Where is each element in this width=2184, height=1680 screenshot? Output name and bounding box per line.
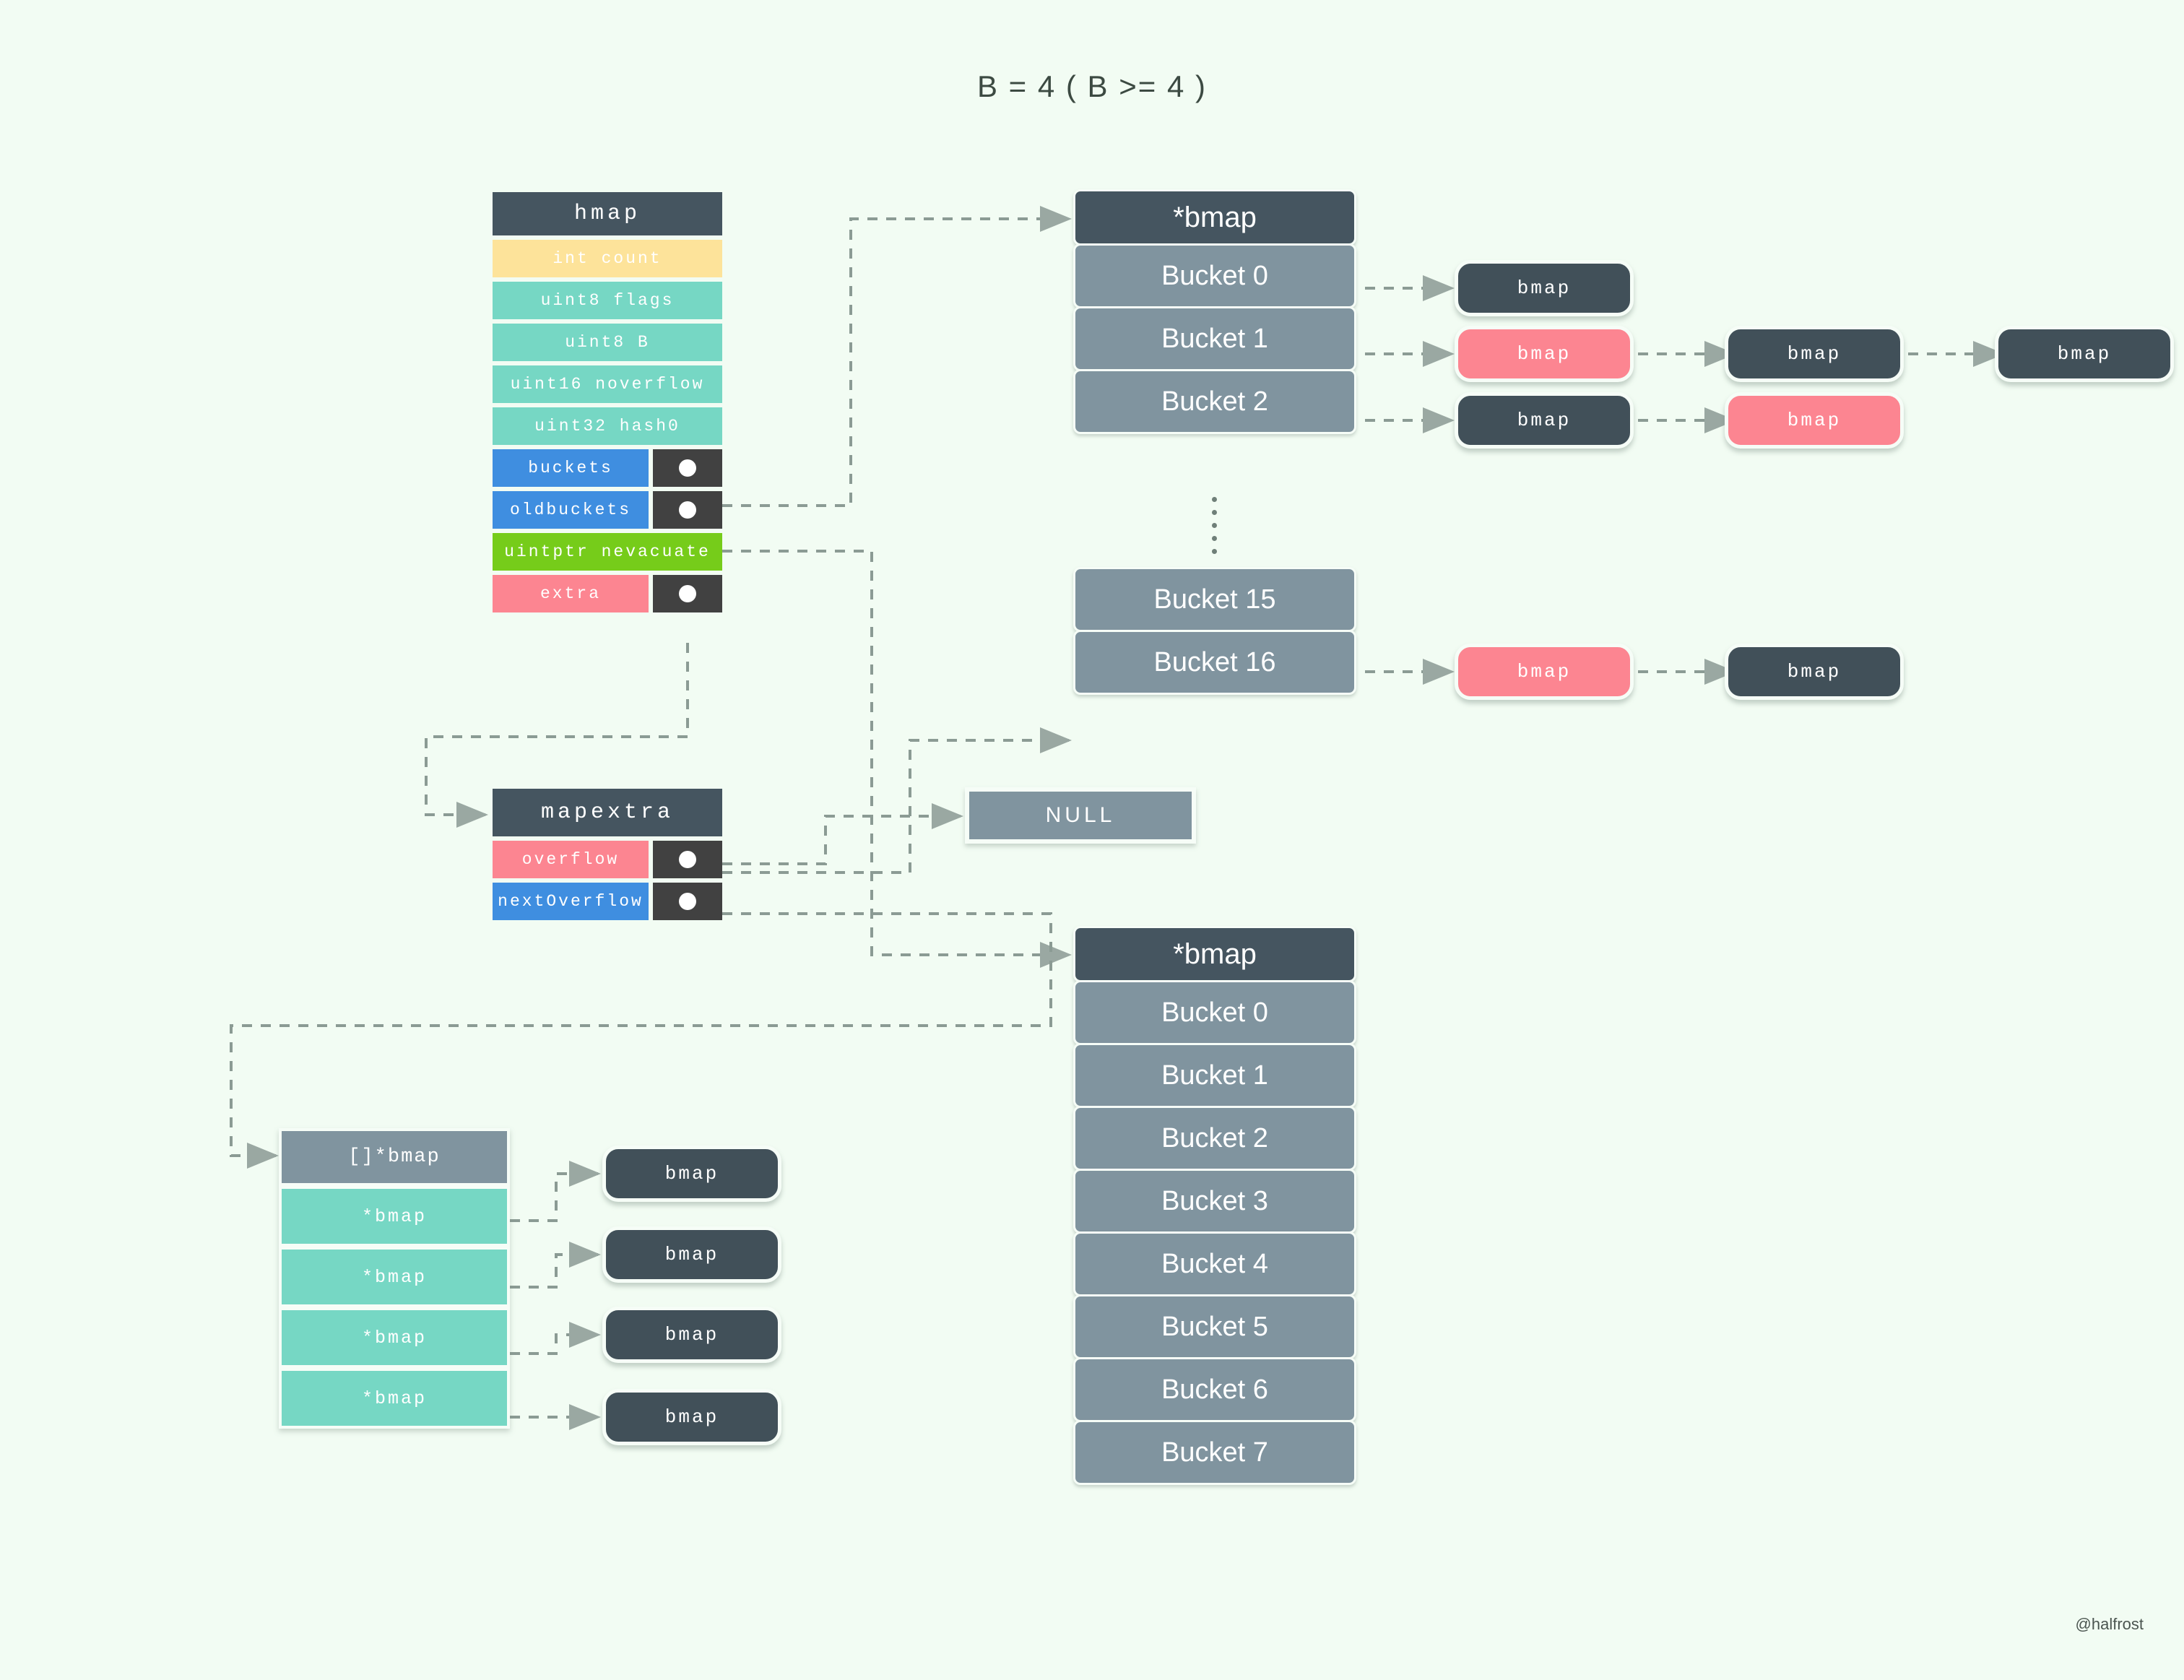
bmap-pill-2-0: bmap [1455,392,1634,449]
hmap-pointer-cell [653,449,722,487]
bmap-pill-3-0: bmap [1455,644,1634,700]
hmap-field-uintptr-nevacuate: uintptr nevacuate [493,533,722,571]
pointer-dot-icon [679,893,696,910]
wire-oldbuckets [722,550,1072,968]
mapextra-field-nextoverflow: nextOverflow [493,883,649,920]
mapextra-header: mapextra [493,789,722,836]
null-box: NULL [965,787,1196,844]
bucket-row: Bucket 16 [1073,630,1356,695]
mapextra-field-overflow: overflow [493,841,649,878]
hmap-row: uint16 noverflow [493,365,722,403]
mapextra-pointer-cell [653,883,722,920]
hmap-field-int-count: int count [493,240,722,277]
oldbucket-row: Bucket 4 [1073,1231,1356,1296]
hmap-field-uint32-hash0: uint32 hash0 [493,407,722,445]
bucket-row: Bucket 15 [1073,567,1356,632]
overflow-array-target-pill-1: bmap [602,1226,781,1283]
wire-overflow-null [722,803,963,865]
overflow-array-slot: *bmap [282,1189,507,1244]
overflow-array-slot: *bmap [282,1310,507,1365]
bmap-pill-0-0: bmap [1455,260,1634,316]
hmap-field-oldbuckets: oldbuckets [493,491,649,529]
hmap-pointer-cell [653,575,722,612]
oldbucket-row: Bucket 6 [1073,1357,1356,1422]
hmap-row: oldbuckets [493,491,722,529]
overflow-array-target-pill-3: bmap [602,1389,781,1445]
overflow-array-target-pill-0: bmap [602,1146,781,1202]
oldbucket-row: Bucket 2 [1073,1106,1356,1171]
page-title: B = 4 ( B >= 4 ) [977,69,1207,103]
bmap-pill-1-0: bmap [1455,326,1634,382]
hmap-row: uint8 flags [493,282,722,319]
wire-slot2 [510,1322,601,1355]
hmap-header: hmap [493,192,722,235]
oldbucket-row: Bucket 1 [1073,1043,1356,1108]
mapextra-struct: mapextra overflow nextOverflow [493,789,722,920]
buckets-table-header: *bmap [1073,189,1356,246]
hmap-row: uint32 hash0 [493,407,722,445]
wire-slot1 [510,1242,601,1289]
wire-buckets [722,206,1072,507]
hmap-field-uint8-flags: uint8 flags [493,282,722,319]
bucket-row: Bucket 2 [1073,369,1356,434]
hmap-struct: hmap int count uint8 flags uint8 B uint16 n… [493,192,722,612]
hmap-row: extra [493,575,722,612]
oldbuckets-table-header: *bmap [1073,926,1356,982]
overflow-array-slot: *bmap [282,1371,507,1426]
overflow-array-slot-list: *bmap *bmap *bmap *bmap [282,1189,507,1426]
hmap-row: uint8 B [493,324,722,361]
overflow-array-target-pill-2: bmap [602,1307,781,1363]
bmap-pill-3-1: bmap [1725,644,1904,700]
bucket-row: Bucket 0 [1073,243,1356,308]
overflow-array-header: []*bmap [282,1131,507,1183]
mapextra-pointer-cell [653,841,722,878]
bmap-pill-1-2: bmap [1995,326,2174,382]
oldbucket-row: Bucket 0 [1073,980,1356,1045]
hmap-row: int count [493,240,722,277]
pointer-dot-icon [679,851,696,868]
hmap-row: buckets [493,449,722,487]
mapextra-field-list: overflow nextOverflow [493,841,722,920]
hmap-field-list: int count uint8 flags uint8 B uint16 noverf… [493,240,722,612]
pointer-dot-icon [679,459,696,477]
hmap-pointer-cell [653,491,722,529]
hmap-row: uintptr nevacuate [493,533,722,571]
hmap-field-buckets: buckets [493,449,649,487]
pointer-dot-icon [679,501,696,519]
oldbucket-row: Bucket 3 [1073,1169,1356,1234]
wire-nextoverflow [230,912,1052,1169]
hmap-field-uint16-noverflow: uint16 noverflow [493,365,722,403]
mapextra-row: overflow [493,841,722,878]
ellipsis-dots [1212,497,1217,554]
hmap-field-extra: extra [493,575,649,612]
wire-slot0 [510,1161,601,1222]
hmap-field-uint8-b: uint8 B [493,324,722,361]
overflow-array-slot: *bmap [282,1250,507,1304]
bmap-pill-2-1: bmap [1725,392,1904,449]
pointer-dot-icon [679,585,696,602]
overflow-array: []*bmap *bmap *bmap *bmap *bmap [279,1128,510,1429]
bucket-row: Bucket 1 [1073,306,1356,371]
bmap-pill-1-1: bmap [1725,326,1904,382]
oldbucket-row: Bucket 5 [1073,1294,1356,1359]
oldbucket-row: Bucket 7 [1073,1420,1356,1485]
watermark: @halfrost [2075,1615,2144,1633]
mapextra-row: nextOverflow [493,883,722,920]
